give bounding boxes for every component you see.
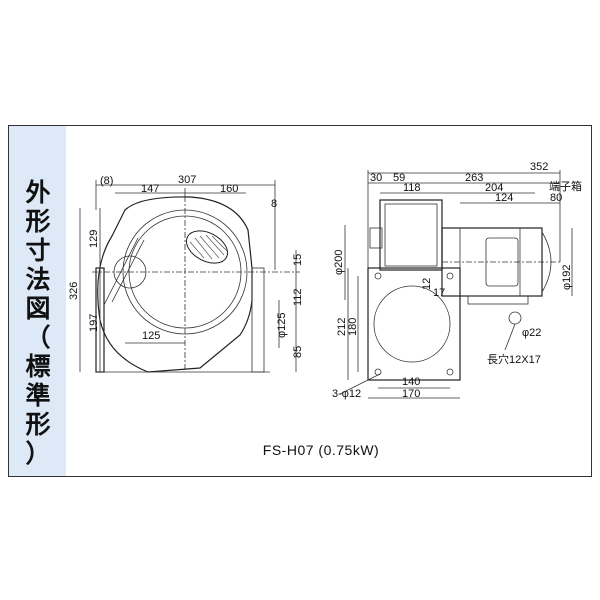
outlet-opening	[373, 285, 451, 363]
dim-212: 212	[336, 318, 348, 336]
title-char: 準	[25, 381, 51, 410]
model-caption: FS-H07 (0.75kW)	[262, 442, 380, 458]
dim-85: 85	[292, 346, 304, 358]
dim-125: 125	[142, 330, 160, 342]
dim-phi22: φ22	[522, 327, 541, 339]
scroll-casing	[97, 196, 253, 373]
outlet-flange	[251, 267, 265, 373]
dim-147: 147	[141, 183, 159, 195]
dim-phi125: φ125	[276, 313, 288, 339]
blower-housing	[379, 199, 443, 271]
title-char: 形	[25, 207, 51, 236]
dim-17: 17	[433, 287, 445, 299]
dim-129: 129	[88, 230, 100, 248]
dim-8-right: 8	[271, 198, 277, 210]
dim-12: 12	[421, 278, 433, 290]
title-char: 標	[25, 352, 51, 381]
vertical-title: 外 形 寸 法 図 （ 標 準 形 ）	[21, 178, 55, 468]
dim-phi192: φ192	[561, 265, 573, 291]
title-char: 寸	[25, 236, 51, 265]
dim-307: 307	[178, 174, 196, 186]
dim-118: 118	[403, 182, 421, 194]
title-char: （	[25, 323, 51, 352]
title-char: 図	[25, 294, 51, 323]
dim-8-paren: (8)	[100, 175, 113, 187]
front-view: (8) 307 147 160 8 129 326 197 125 15 112…	[68, 174, 304, 373]
drawing-frame: 外 形 寸 法 図 （ 標 準 形 ）	[8, 125, 592, 477]
side-view: 352 30 59 263 118 204 124 80 端子箱 φ200 φ1…	[332, 161, 582, 400]
dim-140: 140	[402, 376, 420, 388]
outlet-flange-square	[367, 267, 461, 381]
dim-352: 352	[530, 161, 548, 173]
label-terminal-box: 端子箱	[549, 179, 582, 193]
label-slot: 長穴12X17	[487, 352, 541, 366]
dim-80: 80	[550, 192, 562, 204]
motor-hatch	[185, 230, 229, 264]
dim-112: 112	[292, 288, 304, 306]
title-char: ）	[25, 439, 51, 468]
hatch-lines	[189, 234, 228, 260]
title-sidebar: 外 形 寸 法 図 （ 標 準 形 ）	[9, 126, 66, 476]
title-char: 外	[25, 178, 51, 207]
dim-180: 180	[347, 318, 359, 336]
motor-endcap	[541, 231, 552, 293]
title-char: 形	[25, 410, 51, 439]
dim-263: 263	[465, 172, 483, 184]
dim-197: 197	[88, 314, 100, 332]
label-holes: 3-φ12	[332, 388, 361, 400]
dim-124: 124	[495, 192, 513, 204]
dim-phi200: φ200	[333, 250, 345, 276]
terminal-box	[485, 237, 519, 287]
dim-204: 204	[485, 182, 503, 194]
dim-170: 170	[402, 388, 420, 400]
dim-30: 30	[370, 172, 382, 184]
dim-160: 160	[220, 183, 238, 195]
title-char: 法	[25, 265, 51, 294]
dim-59: 59	[393, 172, 405, 184]
dim-326: 326	[68, 282, 80, 300]
dim-15: 15	[292, 254, 304, 266]
